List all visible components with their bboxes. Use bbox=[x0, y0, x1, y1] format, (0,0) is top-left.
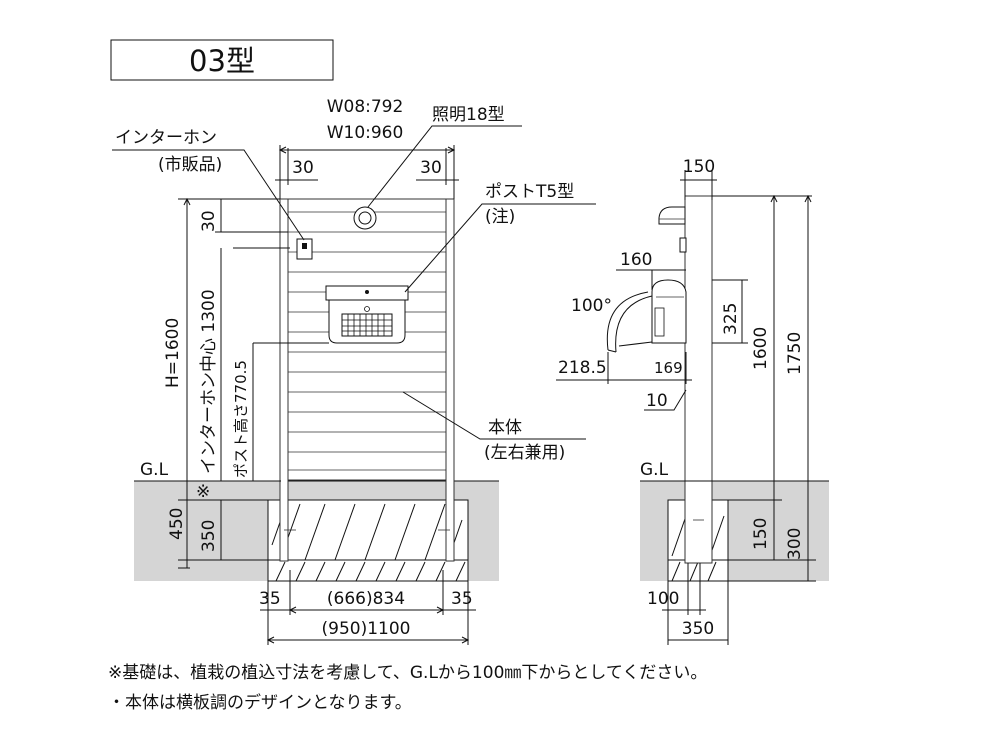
side-light bbox=[658, 206, 686, 225]
body-label-2: (左右兼用) bbox=[484, 443, 565, 463]
body-leader bbox=[402, 391, 586, 440]
angle-label: 100° bbox=[571, 296, 612, 316]
dim-100: 100 bbox=[647, 589, 679, 609]
dim-300: 300 bbox=[785, 528, 805, 560]
post-leader bbox=[404, 203, 596, 293]
dim-160: 160 bbox=[620, 250, 652, 270]
side-view: 150 1600 1750 325 G.L 150 300 160 100° 2… bbox=[556, 157, 829, 645]
title: 03型 bbox=[189, 44, 255, 78]
intercom-leader bbox=[112, 149, 305, 241]
dim-1600-side: 1600 bbox=[751, 327, 771, 370]
intercom-label-2: (市販品) bbox=[158, 155, 222, 175]
dim-35-right: 35 bbox=[451, 589, 473, 609]
dim-325: 325 bbox=[721, 303, 741, 335]
side-mailbox bbox=[606, 279, 687, 353]
width-label-2: W10:960 bbox=[327, 123, 404, 143]
intercom-device bbox=[296, 238, 313, 260]
dim-30-top: 30 bbox=[199, 210, 219, 232]
dim-450: 450 bbox=[167, 508, 187, 540]
light-leader bbox=[367, 125, 522, 208]
dim-2185: 218.5 bbox=[558, 358, 607, 378]
dim-35-left: 35 bbox=[259, 589, 281, 609]
dim-350-front: 350 bbox=[199, 520, 219, 552]
note-body-design: ・本体は横板調のデザインとなります。 bbox=[108, 693, 412, 713]
note-foundation: ※基礎は、植栽の植込寸法を考慮して、G.Lから100㎜下からとしてください。 bbox=[108, 663, 708, 683]
front-left-post bbox=[279, 198, 289, 562]
dim-h: H=1600 bbox=[163, 318, 183, 388]
dim-1750: 1750 bbox=[785, 332, 805, 375]
front-foundation bbox=[267, 499, 469, 582]
dim-intercom-center: インターホン中心 1300 bbox=[199, 289, 219, 474]
light-label: 照明18型 bbox=[432, 105, 505, 125]
dim-150-top: 150 bbox=[683, 157, 715, 177]
post-label-2: (注) bbox=[485, 207, 515, 227]
post-label-1: ポストT5型 bbox=[485, 182, 574, 202]
front-view: W08:792 W10:960 30 30 インターホン (市販品) 照明18型… bbox=[112, 97, 596, 645]
mark-note: ※ bbox=[196, 482, 210, 502]
intercom-label-1: インターホン bbox=[115, 128, 217, 148]
dim-30-right: 30 bbox=[420, 158, 442, 178]
gl-label-front: G.L bbox=[140, 460, 169, 480]
dim-30-left: 30 bbox=[292, 158, 314, 178]
dim-post-height: ポスト高さ770.5 bbox=[232, 360, 250, 478]
dim-outer: (950)1100 bbox=[322, 619, 411, 639]
front-slats bbox=[288, 211, 446, 471]
dim-150-bottom: 150 bbox=[751, 518, 771, 550]
light-fixture bbox=[353, 206, 377, 230]
dim-inner: (666)834 bbox=[327, 589, 405, 609]
front-right-post bbox=[445, 198, 455, 562]
width-label-1: W08:792 bbox=[327, 97, 404, 117]
dim-350-side: 350 bbox=[682, 619, 714, 639]
gl-label-side: G.L bbox=[640, 460, 669, 480]
dim-10: 10 bbox=[646, 391, 668, 411]
dim-169: 169 bbox=[654, 359, 683, 377]
side-intercom bbox=[679, 237, 687, 253]
body-label-1: 本体 bbox=[488, 418, 522, 438]
mailbox bbox=[325, 285, 409, 344]
title-box: 03型 bbox=[110, 39, 334, 81]
